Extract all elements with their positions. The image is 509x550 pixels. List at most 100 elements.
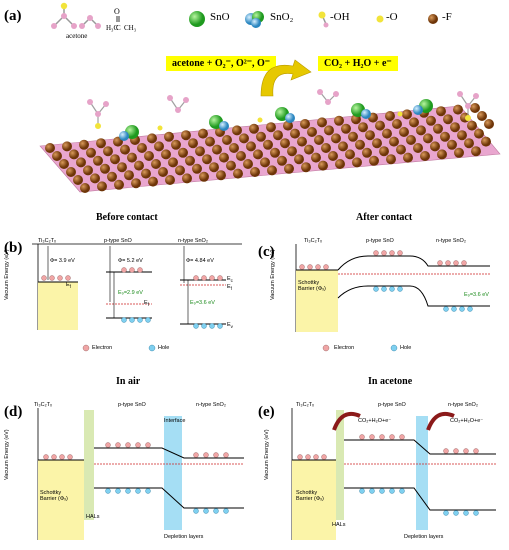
- f-atom: [416, 125, 426, 136]
- panel-b-wf-ti3c2tx: Ф= 3.9 eV: [50, 258, 75, 264]
- f-atom: [335, 159, 345, 169]
- f-atom: [100, 163, 110, 174]
- panel-c-gap: E₉=3.6 eV: [464, 292, 489, 298]
- f-atom: [454, 147, 464, 158]
- f-atom: [369, 155, 379, 166]
- f-atom: [120, 144, 130, 155]
- panel-b-level-ef: Ef: [227, 284, 232, 292]
- panel-e-depletion: Depletion layers: [404, 534, 444, 540]
- f-atom: [273, 130, 283, 141]
- f-atom: [474, 128, 484, 139]
- f-atom: [185, 155, 195, 166]
- f-atoms-layer: [45, 103, 494, 193]
- f-atom: [192, 163, 202, 174]
- f-atom: [437, 149, 447, 160]
- f-atom: [93, 155, 103, 166]
- panel-d-material-sno: p-type SnO: [118, 402, 146, 408]
- f-atom: [154, 141, 164, 152]
- f-atom: [181, 130, 191, 141]
- f-atom: [436, 106, 446, 117]
- f-atom: [379, 146, 389, 157]
- f-atom: [178, 147, 188, 158]
- panel-b-gap-sno2: E₉=3.6 eV: [190, 300, 215, 306]
- f-atom: [470, 103, 480, 113]
- panel-b-level-ec: Ec: [227, 276, 233, 284]
- f-atom: [171, 139, 181, 150]
- legend-o-label: -O: [386, 11, 398, 23]
- f-atom: [403, 152, 413, 163]
- f-atom: [290, 128, 300, 139]
- f-atom: [110, 154, 120, 165]
- f-atom: [212, 144, 222, 155]
- panel-d-barrier: Schottky Barrier (Φₓ): [40, 490, 68, 502]
- panel-a-label: (a): [4, 8, 22, 24]
- svg-text:H₃C: H₃C: [106, 24, 118, 32]
- f-atom: [147, 133, 157, 144]
- panel-d-depletion: Depletion layers: [164, 534, 204, 540]
- f-atom: [59, 159, 69, 169]
- acetone-caption: acetone: [66, 32, 88, 40]
- f-atom: [457, 130, 467, 141]
- f-atom: [134, 160, 144, 171]
- panel-b-ylabel: Vacuum Energy (eV): [4, 249, 10, 300]
- f-atom: [270, 147, 280, 158]
- f-atom: [307, 127, 317, 137]
- f-atom: [239, 133, 249, 144]
- panel-c-legend-electron: Electron: [334, 345, 355, 351]
- f-atom: [137, 143, 147, 153]
- panel-b-diagram: [32, 243, 242, 352]
- panel-c-diagram: [295, 244, 490, 352]
- f-atom: [352, 157, 362, 168]
- sno-sphere-icon: [186, 8, 208, 30]
- panel-b-level-ef-ti: Ef: [66, 282, 71, 290]
- f-atom: [209, 162, 219, 173]
- f-atom: [443, 114, 453, 125]
- panel-b-level-ev: Ev: [227, 322, 233, 330]
- f-atom: [409, 117, 419, 128]
- f-atom: [324, 125, 334, 136]
- f-atom: [372, 138, 382, 149]
- f-atom: [202, 154, 212, 165]
- f-atom: [195, 146, 205, 157]
- f-atom: [385, 111, 395, 121]
- f-atom: [141, 168, 151, 179]
- f-atom: [229, 143, 239, 153]
- f-atom: [318, 160, 328, 171]
- f-atom: [317, 117, 327, 128]
- panel-d-label: (d): [4, 404, 23, 420]
- f-atom: [86, 147, 96, 158]
- panel-e-ylabel: Vacuum Energy (eV): [264, 429, 270, 480]
- f-atom: [301, 162, 311, 173]
- panel-e-material-sno: p-type SnO: [378, 402, 406, 408]
- f-atom: [484, 119, 494, 129]
- f-atom: [148, 176, 158, 187]
- oxygen-icon: [374, 12, 386, 26]
- panel-e-barrier: Schottky Barrier (Φₓ): [296, 490, 324, 502]
- fluorine-icon: [426, 10, 440, 28]
- panel-c-material-ti3c2tx: Ti₃C₂Tₓ: [304, 238, 322, 244]
- f-atom: [73, 175, 83, 185]
- f-atom: [358, 122, 368, 133]
- f-atom: [198, 128, 208, 139]
- f-atom: [355, 139, 365, 150]
- panel-d-material-sno2: n-type SnO₂: [196, 402, 226, 408]
- f-atom: [90, 173, 100, 184]
- panel-b-wf-sno: Ф= 5.2 eV: [118, 258, 143, 264]
- f-atom: [314, 135, 324, 145]
- f-atom: [66, 167, 76, 177]
- f-atom: [249, 123, 259, 134]
- f-atom: [168, 157, 178, 168]
- f-atom: [399, 127, 409, 137]
- legend-sno2-label: SnO₂: [270, 11, 294, 23]
- f-atom: [250, 167, 260, 177]
- f-atom: [389, 136, 399, 147]
- f-atom: [464, 138, 474, 149]
- f-atom: [328, 151, 338, 161]
- f-atom: [345, 149, 355, 160]
- f-atom: [103, 146, 113, 157]
- panel-b-legend-electron: Electron: [92, 345, 113, 351]
- f-atom: [266, 122, 276, 133]
- reaction-curved-arrow: [260, 59, 312, 97]
- f-atom: [164, 131, 174, 142]
- f-atom: [219, 152, 229, 163]
